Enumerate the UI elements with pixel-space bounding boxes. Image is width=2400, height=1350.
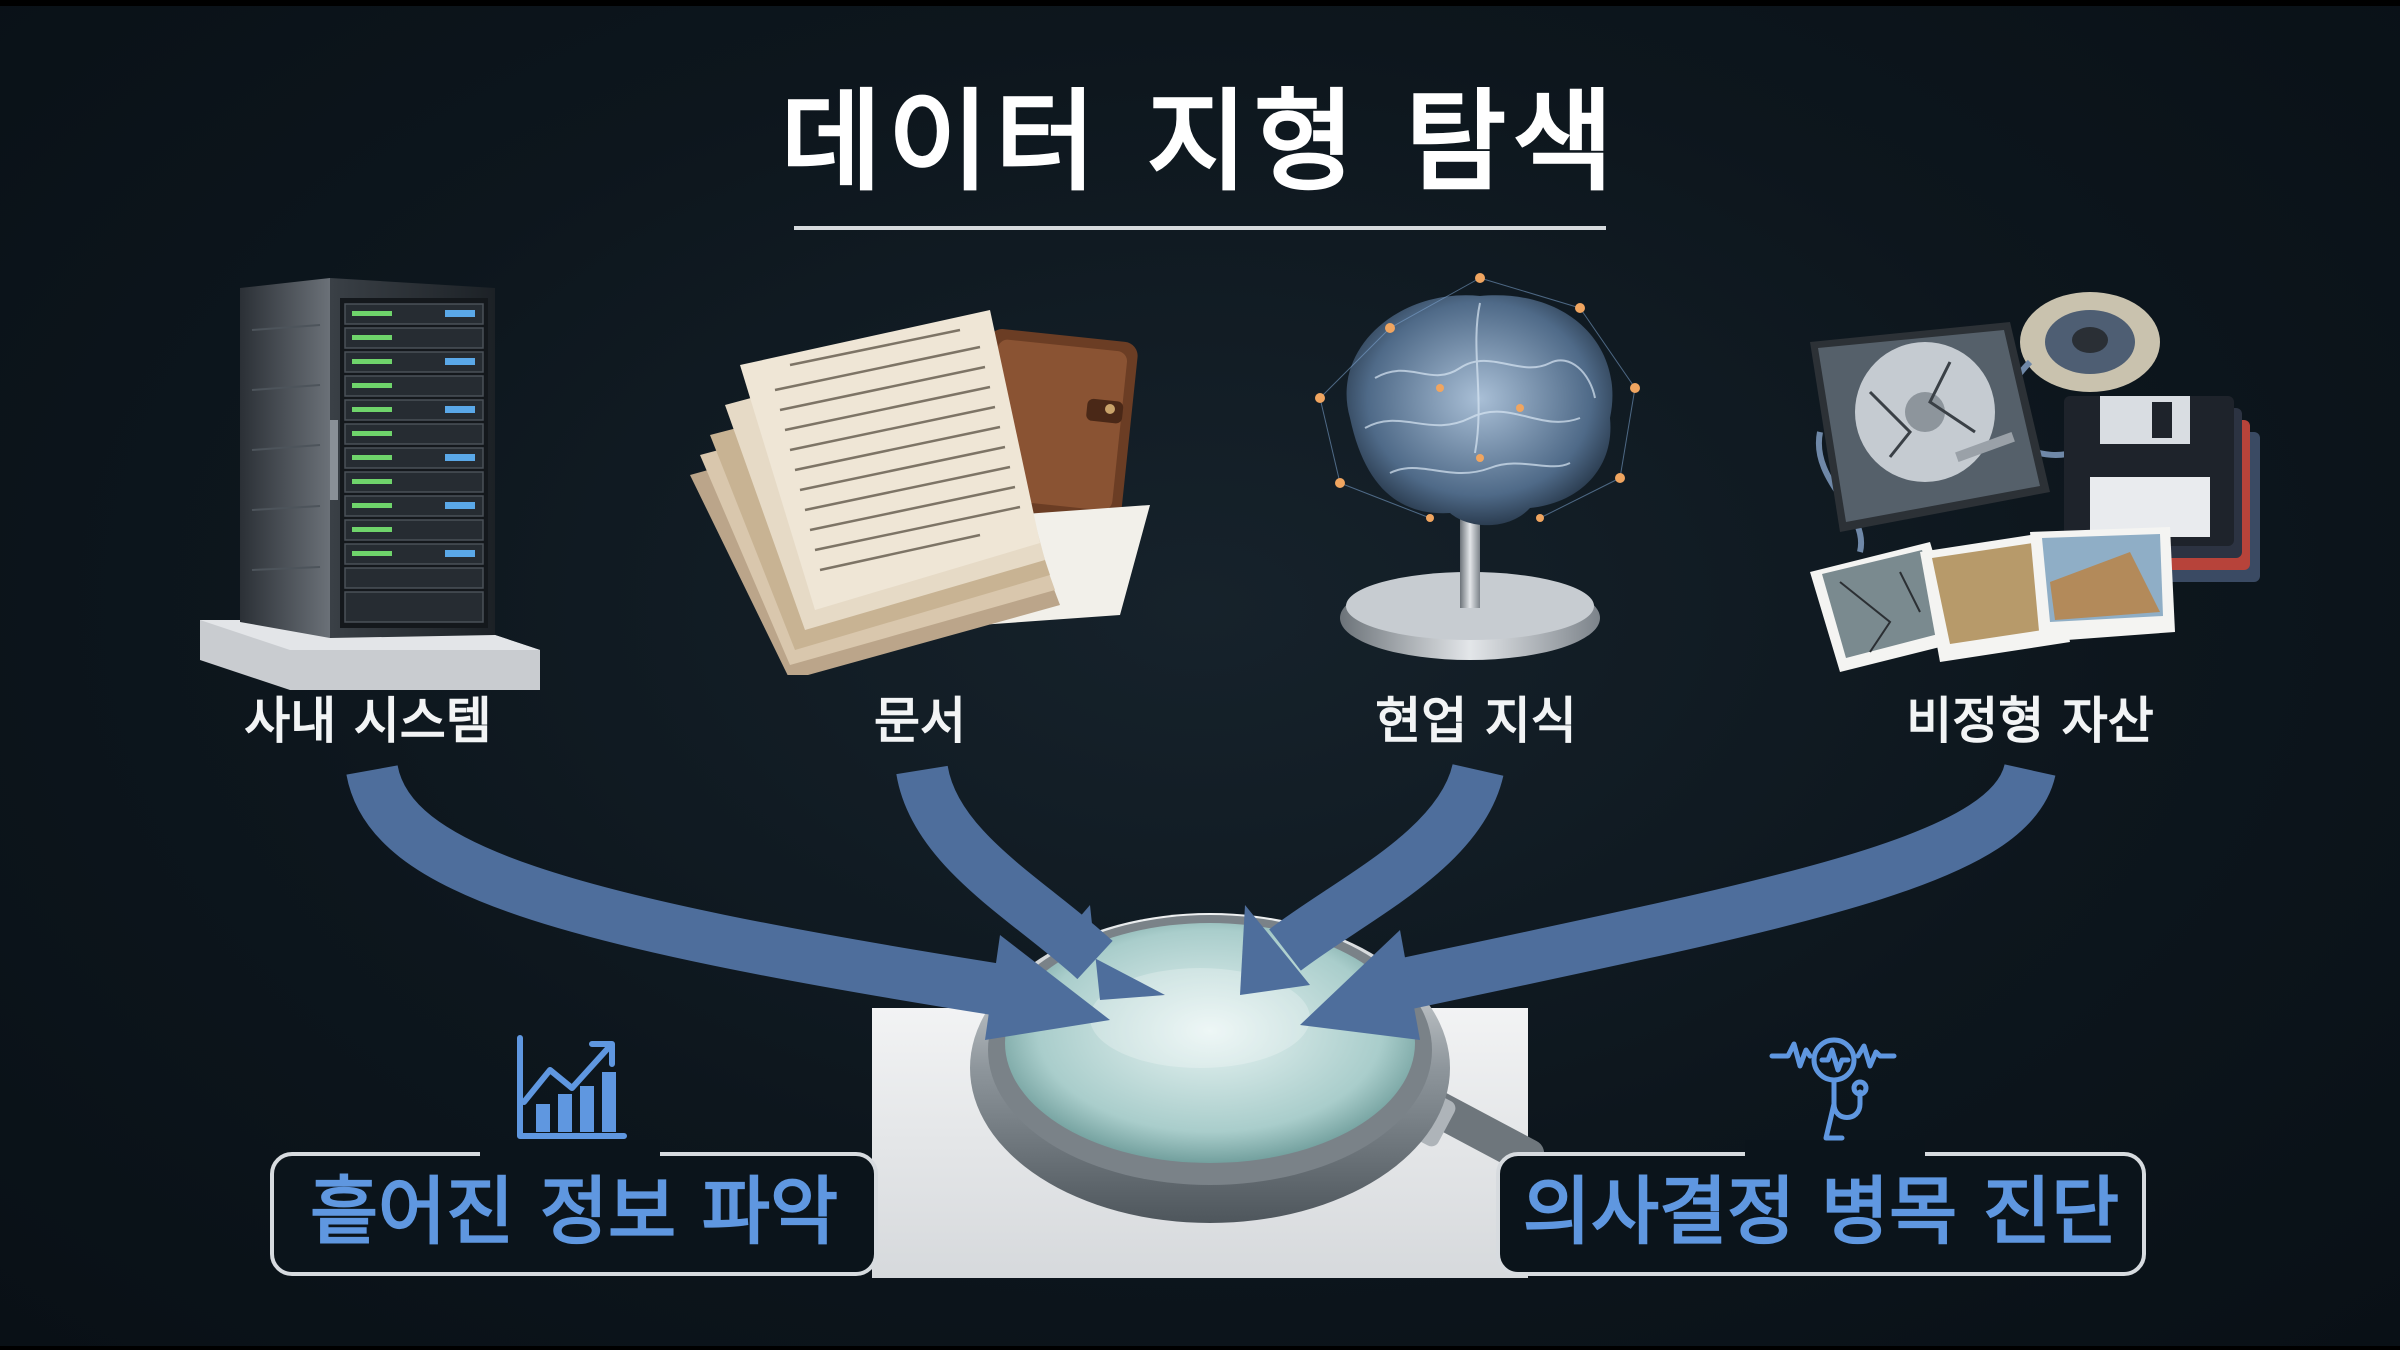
server-rack-icon	[200, 278, 540, 690]
top-letterbox	[0, 0, 2400, 6]
bar-chart-growth-icon	[517, 1035, 627, 1139]
output-label-decision-bottleneck: 의사결정 병목 진단	[1522, 1169, 2120, 1255]
source-label-internal-systems: 사내 시스템	[244, 692, 492, 750]
document-stack-icon	[690, 310, 1150, 675]
arrow-head-domain-knowledge	[1240, 905, 1310, 995]
stethoscope-waveform-icon	[1769, 1037, 1897, 1141]
brain-network-icon	[1315, 273, 1640, 660]
arrow-from-unstructured-assets	[1394, 762, 2056, 1011]
page-title: 데이터 지형 탐색	[780, 78, 1620, 206]
source-label-domain-knowledge: 현업 지식	[1375, 692, 1577, 750]
output-box-decision-bottleneck: 의사결정 병목 진단	[1496, 1152, 2146, 1276]
magnifying-glass-icon	[872, 913, 1545, 1278]
output-box-scattered-info: 흩어진 정보 파악	[270, 1152, 878, 1276]
hard-drive-floppy-photos-icon	[1810, 292, 2260, 672]
arrow-head-internal-systems	[985, 935, 1110, 1040]
output-label-scattered-info: 흩어진 정보 파악	[309, 1169, 839, 1255]
title-underline	[794, 226, 1606, 230]
arrow-from-domain-knowledge	[1269, 762, 1504, 971]
source-label-documents: 문서	[874, 692, 966, 750]
arrow-from-internal-systems	[346, 764, 1005, 1016]
arrow-head-documents	[1060, 905, 1165, 1000]
icon-gap-right	[1745, 1140, 1925, 1164]
icon-gap-left	[480, 1140, 660, 1164]
source-label-unstructured-assets: 비정형 자산	[1906, 692, 2154, 750]
bottom-letterbox	[0, 1346, 2400, 1350]
arrow-head-unstructured-assets	[1300, 930, 1420, 1040]
